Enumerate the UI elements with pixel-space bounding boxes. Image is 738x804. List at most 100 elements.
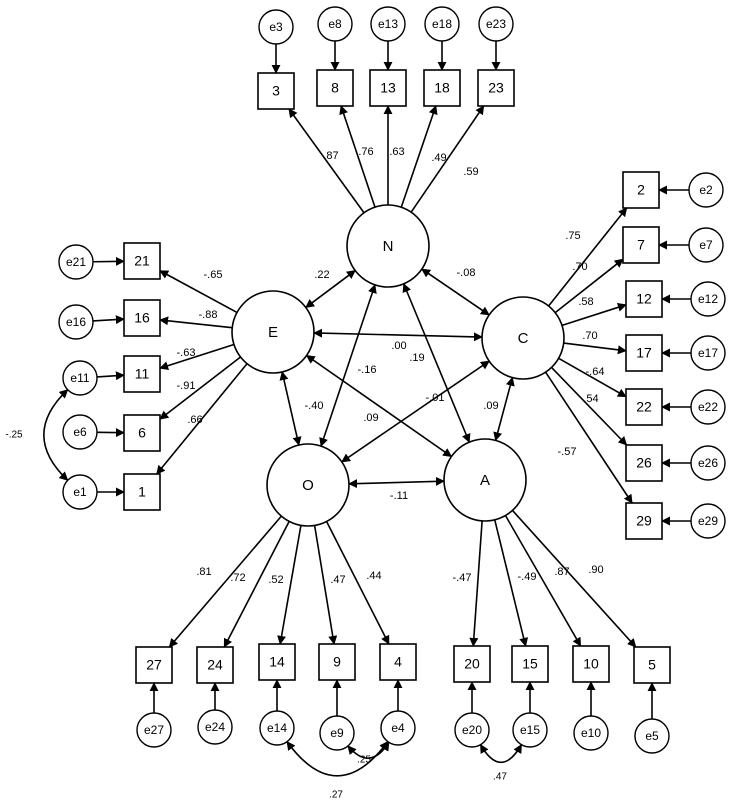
loading-path [550, 366, 628, 446]
loading-label: .87 [554, 566, 569, 578]
loading-label: -.88 [199, 309, 218, 321]
error-label: e10 [581, 726, 601, 740]
loading-label: .49 [431, 152, 446, 164]
covariance-label: .09 [363, 412, 378, 424]
covariance-n-c [421, 268, 490, 316]
item-box-27 [135, 646, 173, 684]
covariance-n-e [305, 269, 356, 309]
item-label: 10 [583, 656, 599, 672]
error-label: e12 [698, 292, 718, 306]
item-label: 18 [434, 80, 450, 96]
error-e24 [197, 709, 233, 745]
covariance-label: -.01 [426, 392, 445, 404]
loading-label: .52 [268, 574, 283, 586]
loading-label: -.47 [453, 572, 472, 584]
error-covariance-label: .25 [357, 755, 371, 766]
loading-label: -.57 [558, 446, 577, 458]
loading-path [277, 525, 302, 645]
error-covariance-e9-e4 [347, 741, 390, 759]
item-label: 23 [488, 80, 504, 96]
latent-label: A [480, 472, 490, 489]
item-box-13 [369, 69, 407, 107]
error-label: e14 [267, 721, 287, 735]
covariance-o-a [348, 476, 445, 489]
loading-label: .59 [463, 166, 478, 178]
item-box-21 [123, 242, 161, 280]
item-box-9 [318, 643, 356, 681]
item-label: 3 [272, 83, 280, 99]
error-e4 [380, 710, 416, 746]
error-covariance-label: -.25 [5, 430, 23, 441]
error-e1 [62, 474, 98, 510]
item-label: 4 [394, 654, 402, 670]
item-box-2 [622, 171, 660, 209]
error-label: e15 [520, 723, 540, 737]
error-e3 [258, 9, 294, 45]
latent-label: E [268, 324, 278, 341]
error-e17 [690, 335, 726, 371]
item-label: 1 [138, 484, 146, 500]
item-box-29 [625, 502, 663, 540]
error-path [92, 315, 125, 325]
item-label: 8 [331, 80, 339, 96]
error-label: e6 [73, 425, 87, 439]
loading-path [159, 343, 235, 371]
loading-label: .81 [196, 566, 211, 578]
item-box-3 [257, 72, 295, 110]
error-e16 [58, 304, 94, 340]
item-box-10 [572, 645, 610, 683]
error-label: e1 [73, 485, 87, 499]
error-label: e8 [328, 17, 342, 31]
item-box-24 [196, 646, 234, 684]
loading-path [325, 521, 390, 645]
error-e18 [424, 6, 460, 42]
loading-path [563, 342, 627, 355]
loading-path [493, 519, 529, 647]
error-label: e17 [698, 346, 718, 360]
error-label: e4 [391, 721, 405, 735]
loading-path [558, 357, 627, 398]
loading-label: -.64 [586, 366, 605, 378]
loading-label: .58 [578, 296, 593, 308]
loading-path [159, 316, 233, 329]
loading-path [469, 520, 483, 647]
error-e15 [512, 712, 548, 748]
loading-path [168, 515, 282, 648]
loading-label: -.49 [518, 571, 537, 583]
loading-path [511, 509, 637, 648]
loading-path [156, 363, 248, 475]
item-box-15 [511, 645, 549, 683]
loading-path [410, 105, 485, 213]
item-box-5 [633, 646, 671, 684]
item-box-8 [316, 69, 354, 107]
item-box-18 [423, 69, 461, 107]
error-label: e23 [486, 17, 506, 31]
error-e5 [634, 718, 670, 754]
loading-path [159, 270, 238, 314]
item-label: 24 [207, 657, 223, 673]
covariance-e-o [279, 371, 302, 446]
error-e9 [319, 715, 355, 751]
error-label: e21 [66, 255, 86, 269]
loading-label: .75 [565, 230, 580, 242]
loading-label: -.63 [177, 347, 196, 359]
loading-path [544, 371, 633, 504]
error-label: e29 [698, 514, 718, 528]
error-e13 [370, 6, 406, 42]
latent-c [481, 296, 565, 380]
covariance-label: .09 [483, 400, 498, 412]
loading-path [223, 521, 290, 648]
item-box-23 [477, 69, 515, 107]
latent-label: C [518, 330, 529, 347]
item-box-17 [625, 334, 663, 372]
loading-label: .66 [187, 414, 202, 426]
error-label: e9 [330, 726, 344, 740]
latent-o [266, 443, 350, 527]
covariance-label: -.08 [457, 267, 476, 279]
error-e21 [58, 244, 94, 280]
item-label: 29 [636, 513, 652, 529]
loading-label: .70 [582, 330, 597, 342]
error-label: e5 [645, 729, 659, 743]
item-label: 16 [134, 310, 150, 326]
latent-e [231, 290, 315, 374]
